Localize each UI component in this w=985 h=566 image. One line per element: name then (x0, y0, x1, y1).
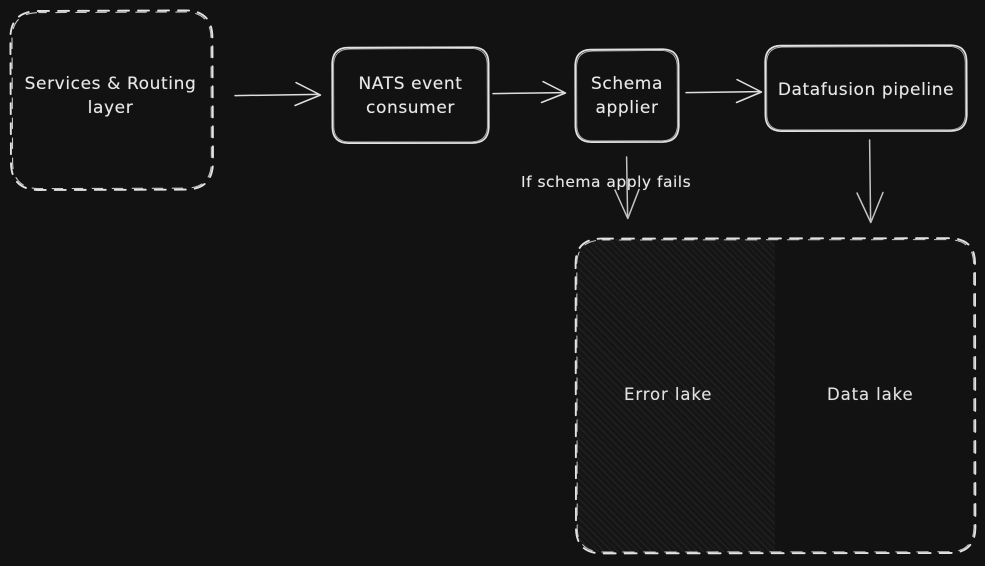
edge-services-to-nats-arrow[interactable] (234, 81, 322, 107)
edge-schema-to-datafusion-arrow[interactable] (685, 78, 763, 104)
node-schema-applier-shape[interactable] (574, 48, 680, 144)
zone-label-data-lake: Data lake (827, 385, 914, 404)
node-label-schema-applier: Schema applier (591, 74, 663, 119)
edge-nats-to-schema-arrow[interactable] (492, 80, 567, 104)
node-label-datafusion-pipeline: Datafusion pipeline (777, 80, 955, 100)
node-nats-event-consumer-shape[interactable] (331, 46, 490, 145)
node-services-routing-layer-shape[interactable] (9, 9, 214, 191)
edge-datafusion-to-data-lake-arrow[interactable] (856, 139, 884, 224)
zone-label-error-lake: Error lake (624, 385, 713, 404)
node-label-nats-event-consumer: NATS event consumer (358, 74, 463, 119)
edge-label-if-schema-apply-fails: If schema apply fails (521, 173, 692, 191)
node-label-services-routing-layer: Services & Routing layer (24, 74, 197, 119)
node-datafusion-pipeline-shape[interactable] (764, 44, 968, 133)
